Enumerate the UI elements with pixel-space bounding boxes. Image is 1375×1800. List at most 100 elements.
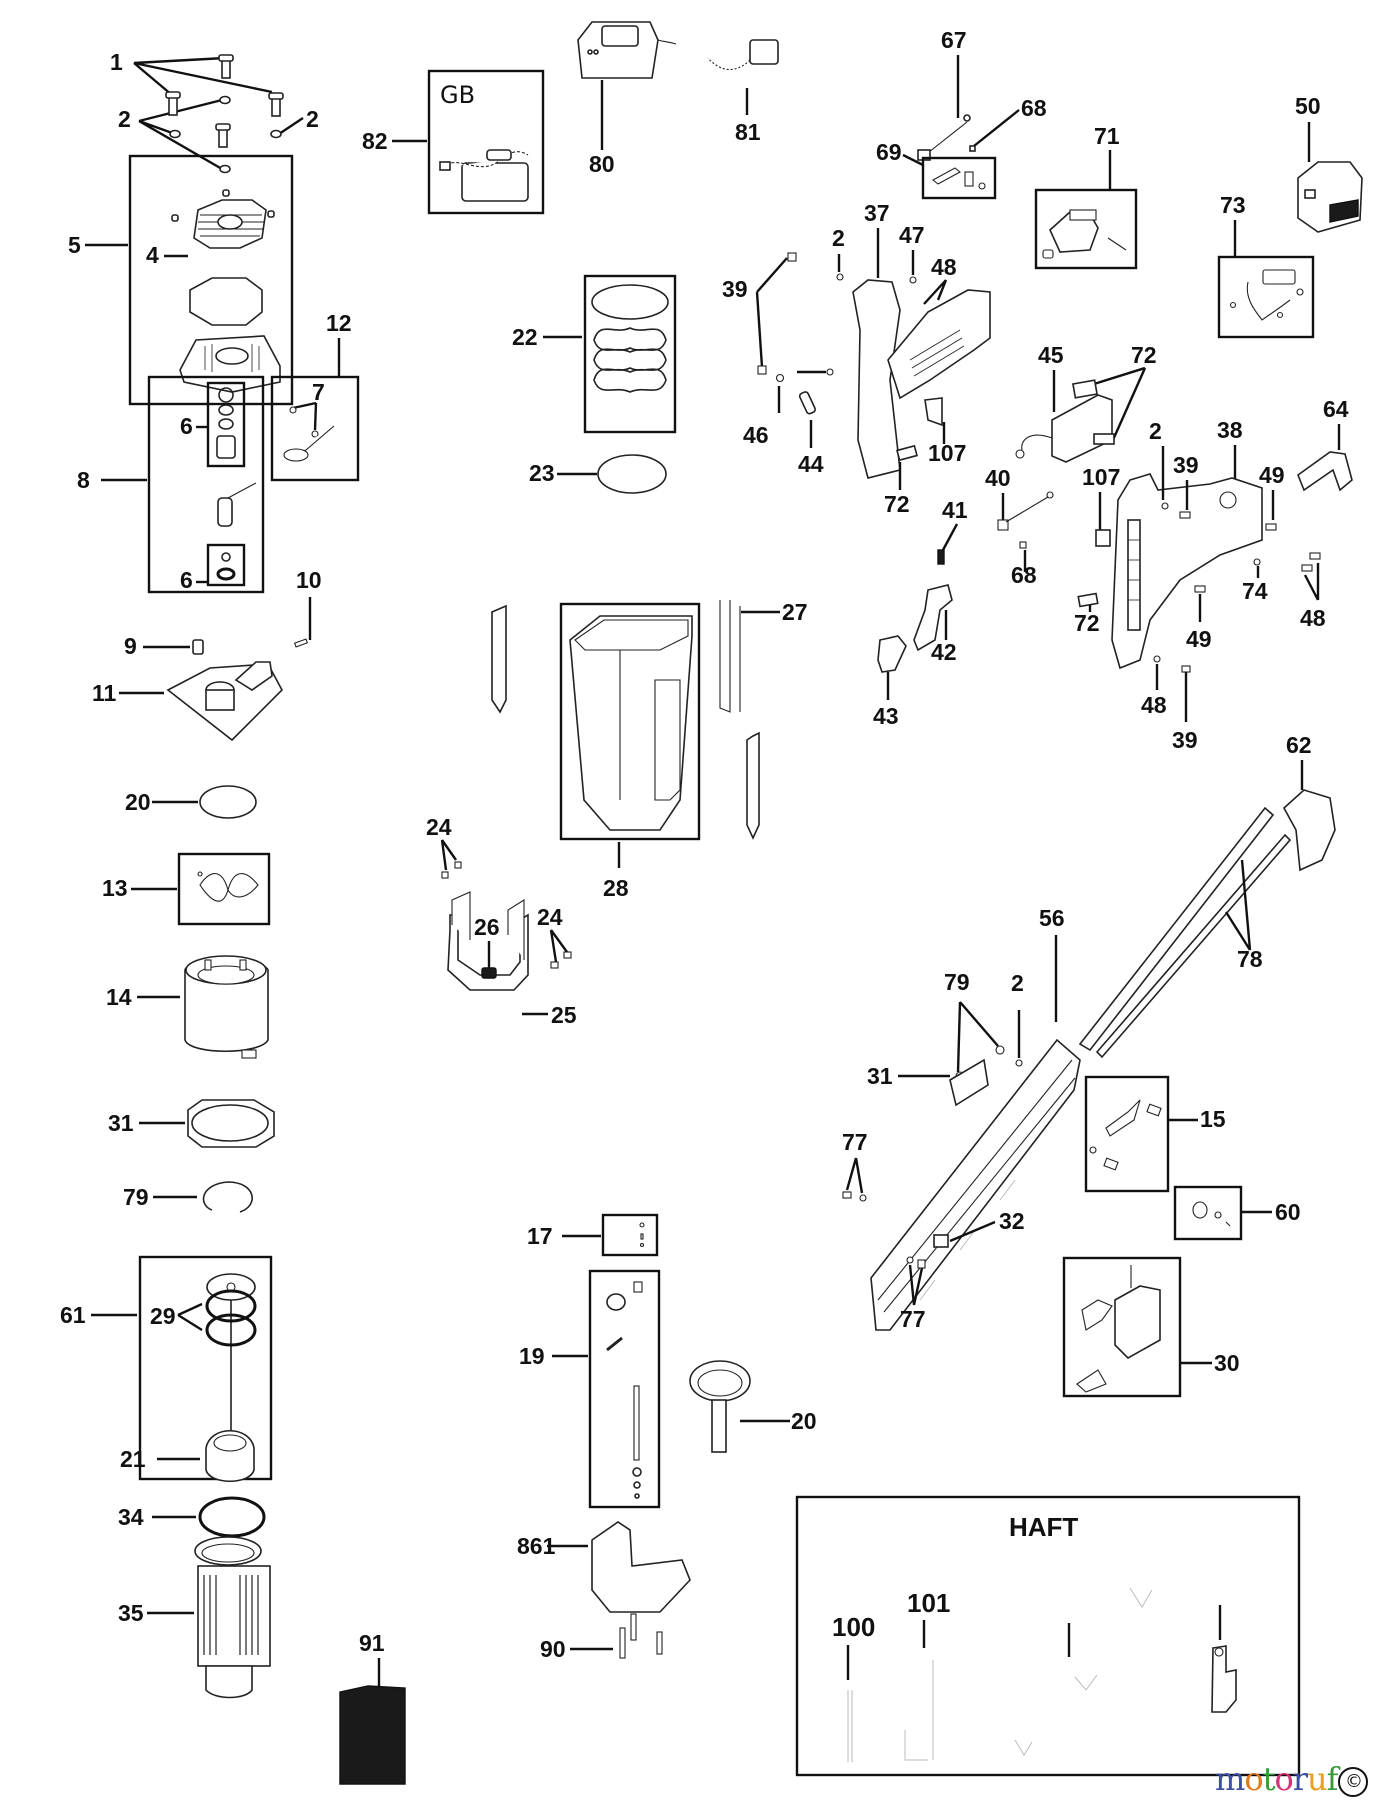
callout-49: 49 <box>1186 626 1212 652</box>
part-8: 8 6 6 <box>77 375 265 594</box>
callout-68: 68 <box>1011 562 1037 588</box>
group-box-28 <box>559 602 701 841</box>
callout-4: 4 <box>146 242 159 268</box>
callout-71: 71 <box>1094 123 1120 149</box>
callout-24: 24 <box>426 814 452 840</box>
part-82-charger-cord: GB 82 <box>362 69 545 215</box>
part-61-box: 30 <box>1062 1256 1240 1398</box>
trigger-42 <box>913 584 953 652</box>
group-box-5 <box>128 154 294 406</box>
callout-24: 24 <box>537 904 563 930</box>
group-box-6-bottom <box>206 543 246 587</box>
callout-80: 80 <box>589 151 615 177</box>
callout-18: 61 <box>60 1302 86 1328</box>
part-15-gasket: 31 <box>108 1099 275 1148</box>
callout-1: 1 <box>110 49 123 75</box>
part-19: 21 <box>120 1429 255 1482</box>
group-box-61 <box>1062 1256 1182 1398</box>
rail-78a <box>1078 806 1275 1052</box>
part-20-oring-lower: 34 <box>118 1496 266 1538</box>
valve-body <box>217 497 233 527</box>
callout-82: 82 <box>362 128 388 154</box>
group-box-82 <box>427 69 545 215</box>
callout-19: 21 <box>120 1446 146 1472</box>
clip-107 <box>924 397 943 427</box>
motor-module <box>1051 394 1113 463</box>
adapter-body <box>749 39 779 65</box>
group-box-73 <box>1217 255 1315 339</box>
callout-39: 39 <box>722 276 748 302</box>
callout-39: 39 <box>1173 452 1199 478</box>
group-box-71 <box>1034 188 1138 270</box>
callout-12: 12 <box>326 310 352 336</box>
callout-60: 60 <box>1275 1199 1301 1225</box>
callout-37: 37 <box>864 200 890 226</box>
callout-861: 91 <box>359 1630 385 1656</box>
watermark-letter: u <box>1307 1760 1328 1798</box>
callout-15: 31 <box>108 1110 134 1136</box>
callout-74: 74 <box>1242 578 1268 604</box>
nose-shoe <box>591 1521 691 1613</box>
part-25-bracket: 24 26 24 25 <box>426 814 577 1028</box>
screw-icon <box>165 54 284 148</box>
part-77-32: 77 32 77 <box>842 1129 1025 1332</box>
part-12: 12 7 <box>270 310 360 482</box>
part-30-nosepiece: 20 <box>689 1360 817 1453</box>
callout-73: 73 <box>1220 192 1246 218</box>
watermark-letter: o <box>1244 1760 1263 1798</box>
callout-48: 48 <box>931 254 957 280</box>
callout-38: 38 <box>1217 417 1243 443</box>
group-box-22 <box>583 274 677 434</box>
part-22-rings: 22 <box>512 274 677 434</box>
part-cylinder-cap: 10 9 11 <box>92 567 322 742</box>
latch-block <box>1114 1285 1161 1359</box>
callout-32: 32 <box>999 1208 1025 1234</box>
callout-10: 10 <box>296 567 322 593</box>
strip-right <box>746 731 760 840</box>
bracket <box>1297 451 1353 492</box>
callout-11: 11 <box>92 680 117 706</box>
charger-adapter <box>461 162 529 202</box>
callout-79: 79 <box>944 969 970 995</box>
callout-17: 29 <box>150 1303 176 1329</box>
leader-69 <box>902 153 924 167</box>
part-21-motor: 35 <box>118 1536 271 1699</box>
callout-107: 107 <box>928 440 966 466</box>
leader-1 <box>133 56 273 96</box>
callout-50: 50 <box>1295 93 1321 119</box>
part-14-stator: 14 <box>106 955 269 1059</box>
callout-42: 42 <box>931 639 957 665</box>
callout-7: 7 <box>312 379 325 405</box>
leader-32 <box>949 1220 996 1243</box>
watermark-letter: o <box>1274 1760 1293 1798</box>
part-38-housing-right: 38 2 39 49 <box>1111 417 1285 670</box>
end-cap <box>1282 789 1336 872</box>
callout-6: 6 <box>180 567 193 593</box>
part-29: 19 <box>519 1269 661 1509</box>
callout-61: 30 <box>1214 1350 1240 1376</box>
callout-35: 90 <box>540 1636 566 1662</box>
part-trigger-group: 40 107 41 68 42 43 72 74 48 49 48 <box>873 464 1326 753</box>
right-housing <box>1111 473 1263 670</box>
group-box-12 <box>270 375 360 482</box>
part-20-oring: 20 <box>125 785 257 819</box>
part-13: 13 <box>102 852 271 926</box>
part-64-bracket: 64 <box>1297 396 1353 492</box>
callout-91: 101 <box>907 1588 950 1618</box>
leader-68 <box>973 109 1020 147</box>
callout-2: 2 <box>118 106 131 132</box>
part-71: 71 <box>1034 123 1138 270</box>
part-18-piston: 61 29 <box>60 1255 273 1481</box>
part-81-adapter: 81 <box>707 39 779 145</box>
callout-5: 5 <box>68 232 81 258</box>
callout-47: 47 <box>899 222 925 248</box>
part-34-shoe: 861 90 <box>517 1521 691 1662</box>
part-67-69: 67 68 69 <box>876 27 1047 200</box>
callout-29: 19 <box>519 1343 545 1369</box>
group-box-69 <box>921 156 997 200</box>
callout-16: 79 <box>123 1184 149 1210</box>
gasket-4 <box>189 277 263 326</box>
group-box-76 <box>601 1213 659 1257</box>
callout-72: 72 <box>1131 342 1157 368</box>
callout-27: 27 <box>782 599 808 625</box>
